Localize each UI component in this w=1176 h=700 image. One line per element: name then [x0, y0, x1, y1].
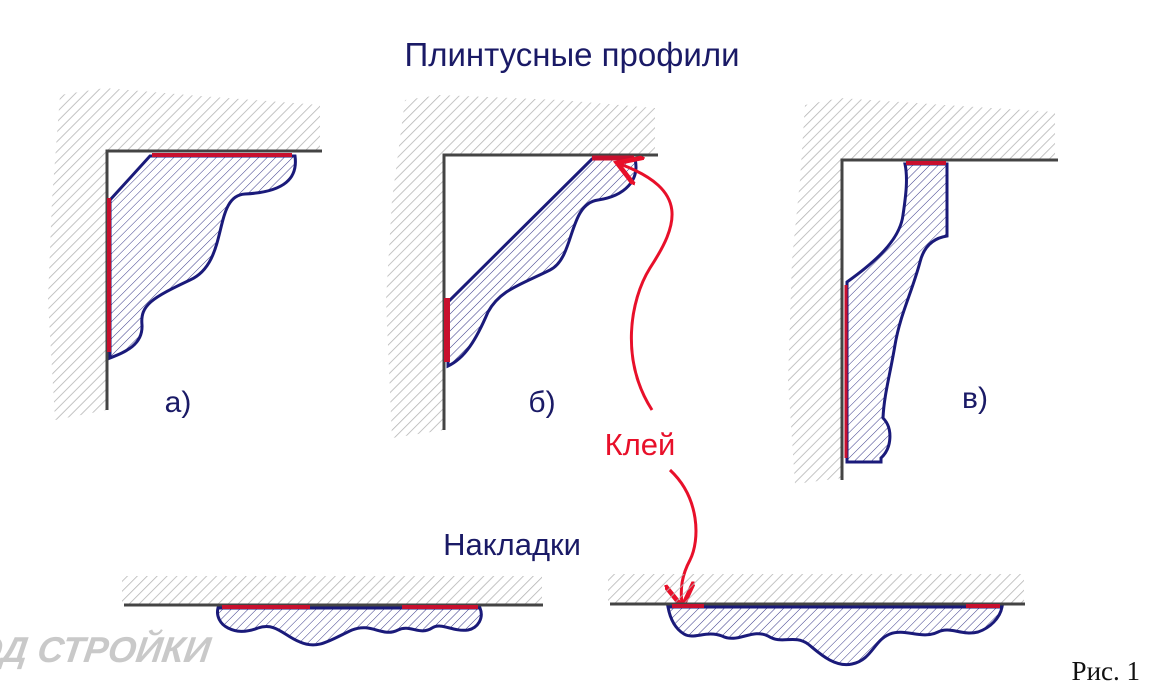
label-a: а) [165, 386, 192, 419]
figure-number: Рис. 1 [1072, 656, 1140, 686]
watermark: КОД СТРОЙКИ [0, 628, 214, 670]
label-b: б) [528, 386, 555, 419]
wall-corner-c [840, 158, 1058, 480]
profile-b: б) [386, 95, 658, 438]
profile-shape-c [845, 162, 949, 464]
overlay-left [122, 576, 543, 647]
ceiling-hatch-right [608, 574, 1024, 604]
overlay-shape-right [666, 605, 1004, 667]
profile-c: в) [788, 98, 1058, 484]
glue-label: Клей [605, 427, 676, 462]
wall-hatch-b [386, 95, 655, 438]
overlays-label: Накладки [443, 527, 581, 562]
wall-hatch-c [788, 98, 1055, 484]
title: Плинтусные профили [404, 36, 739, 73]
wall-hatch-a [48, 88, 320, 420]
profile-shape-a [108, 154, 297, 361]
glue-callout: Клей [605, 164, 698, 604]
glue-arrow-up [620, 164, 674, 411]
ceiling-hatch-left [122, 576, 542, 605]
label-c: в) [962, 382, 988, 415]
profile-a: а) [48, 88, 322, 420]
profile-shape-b [446, 157, 638, 369]
overlay-shape-left [216, 606, 483, 647]
overlay-right [608, 574, 1025, 667]
